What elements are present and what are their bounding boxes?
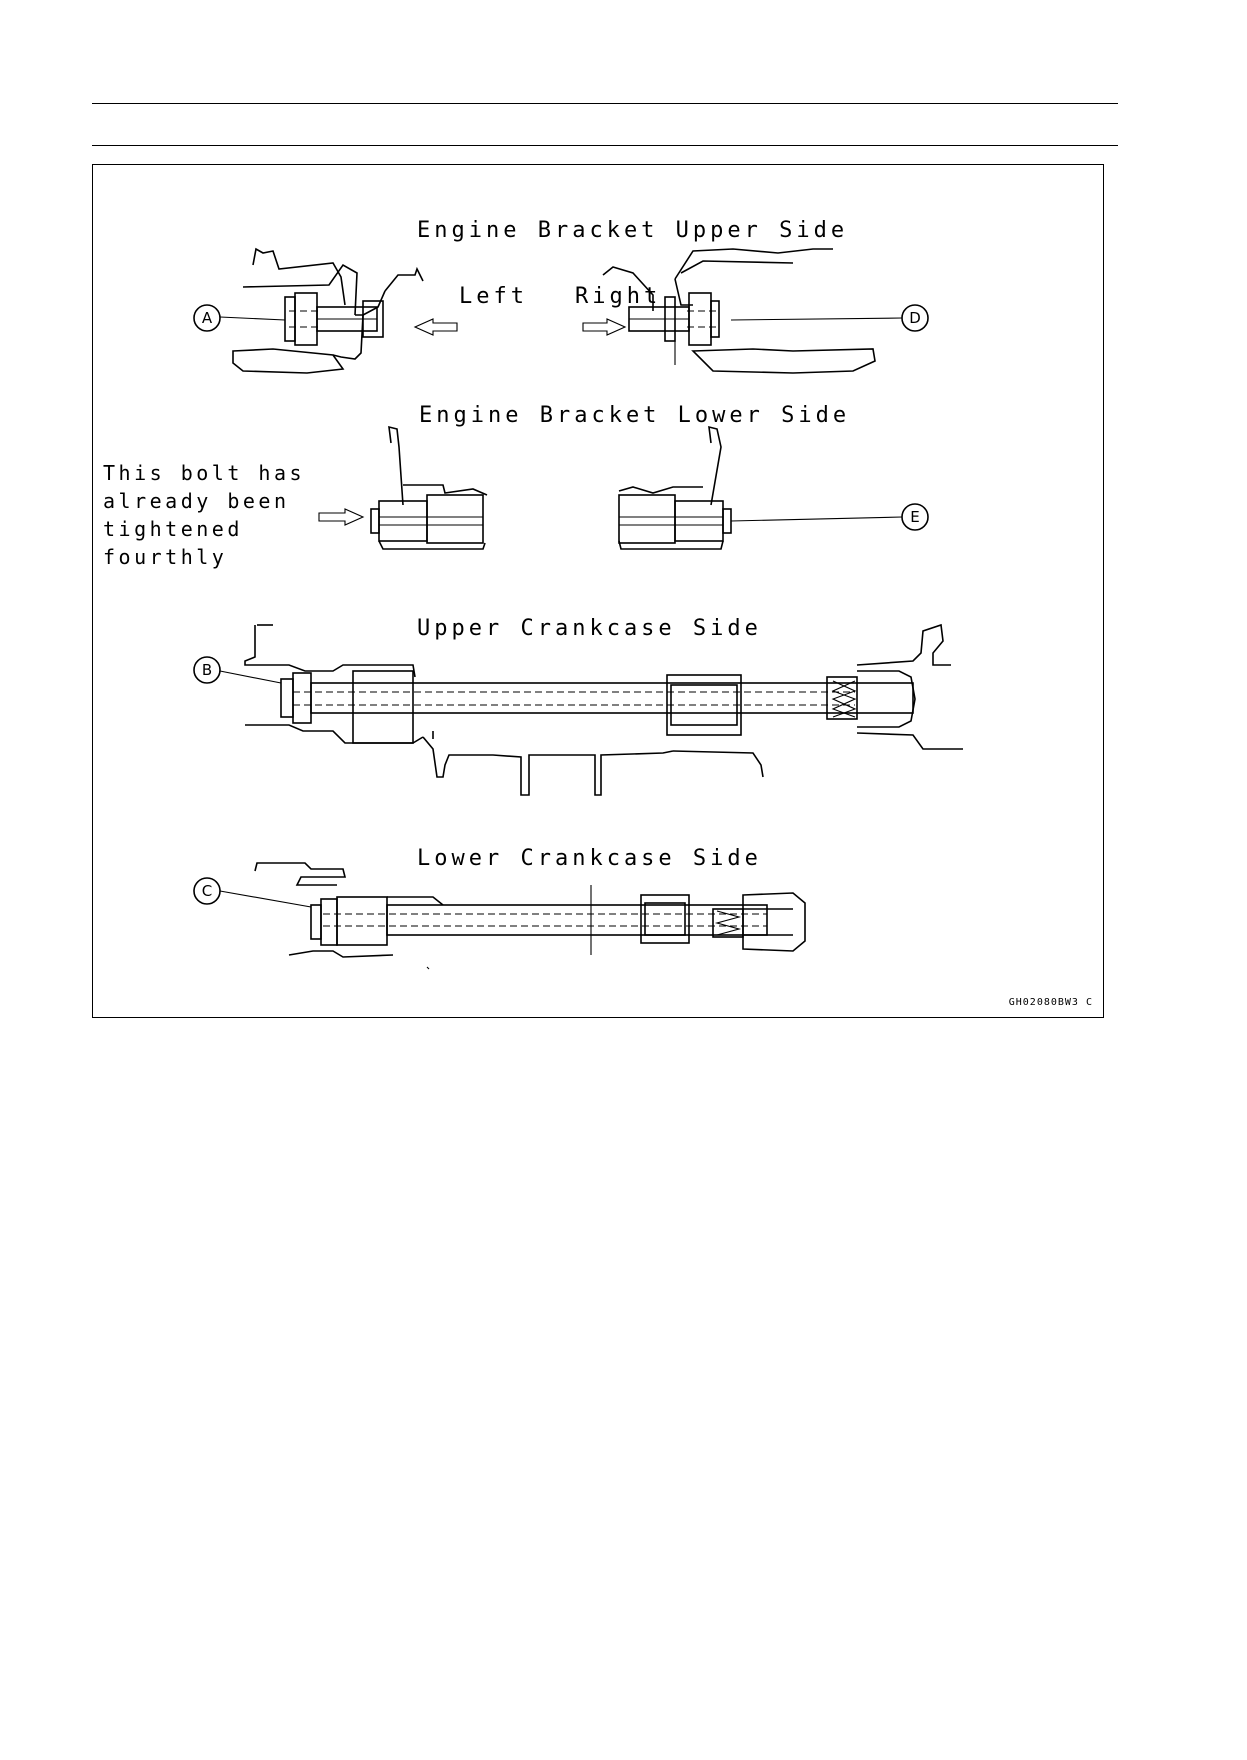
direction-indicator: Left Right <box>413 284 661 336</box>
upper-crankcase-drawing <box>244 623 963 796</box>
callout-e-label: E <box>910 508 919 526</box>
heading-upper-bracket: Engine Bracket Upper Side <box>417 218 848 243</box>
left-direction-label: Left <box>459 284 528 309</box>
lower-bracket-right-drawing <box>618 425 732 550</box>
callout-b: B <box>193 656 282 684</box>
callout-d-label: D <box>909 309 921 327</box>
upper-bracket-left-drawing <box>232 247 424 374</box>
figure-code: GH02080BW3 C <box>1009 997 1093 1008</box>
callout-a-label: A <box>202 309 213 327</box>
lower-crankcase-drawing <box>254 862 806 970</box>
header-rule-bottom <box>92 145 1118 146</box>
heading-upper-crankcase: Upper Crankcase Side <box>417 616 762 641</box>
right-direction-label: Right <box>575 284 661 309</box>
right-arrow-icon <box>582 318 627 336</box>
callout-a: A <box>193 304 286 332</box>
figure-frame: Engine Bracket Upper Side Engine Bracket… <box>92 164 1104 1018</box>
callout-e: E <box>730 503 929 531</box>
left-arrow-icon <box>413 318 458 336</box>
heading-lower-bracket: Engine Bracket Lower Side <box>419 403 850 428</box>
note-arrow-icon <box>318 508 365 526</box>
engine-bracket-bolt-diagram: Engine Bracket Upper Side Engine Bracket… <box>103 218 1093 1008</box>
lower-bracket-left-drawing <box>318 425 488 550</box>
heading-lower-crankcase: Lower Crankcase Side <box>417 846 762 871</box>
upper-bracket-right-drawing <box>602 248 876 374</box>
note-line-3: tightened <box>103 517 243 541</box>
note-line-1: This bolt has <box>103 461 305 485</box>
callout-b-label: B <box>202 661 212 679</box>
callout-c-label: C <box>202 882 212 900</box>
bolt-note: This bolt has already been tightened fou… <box>103 461 305 569</box>
callout-c: C <box>193 877 312 908</box>
header-rule-top <box>92 103 1118 104</box>
note-line-2: already been <box>103 489 290 513</box>
note-line-4: fourthly <box>103 545 227 569</box>
callout-d: D <box>730 304 929 332</box>
